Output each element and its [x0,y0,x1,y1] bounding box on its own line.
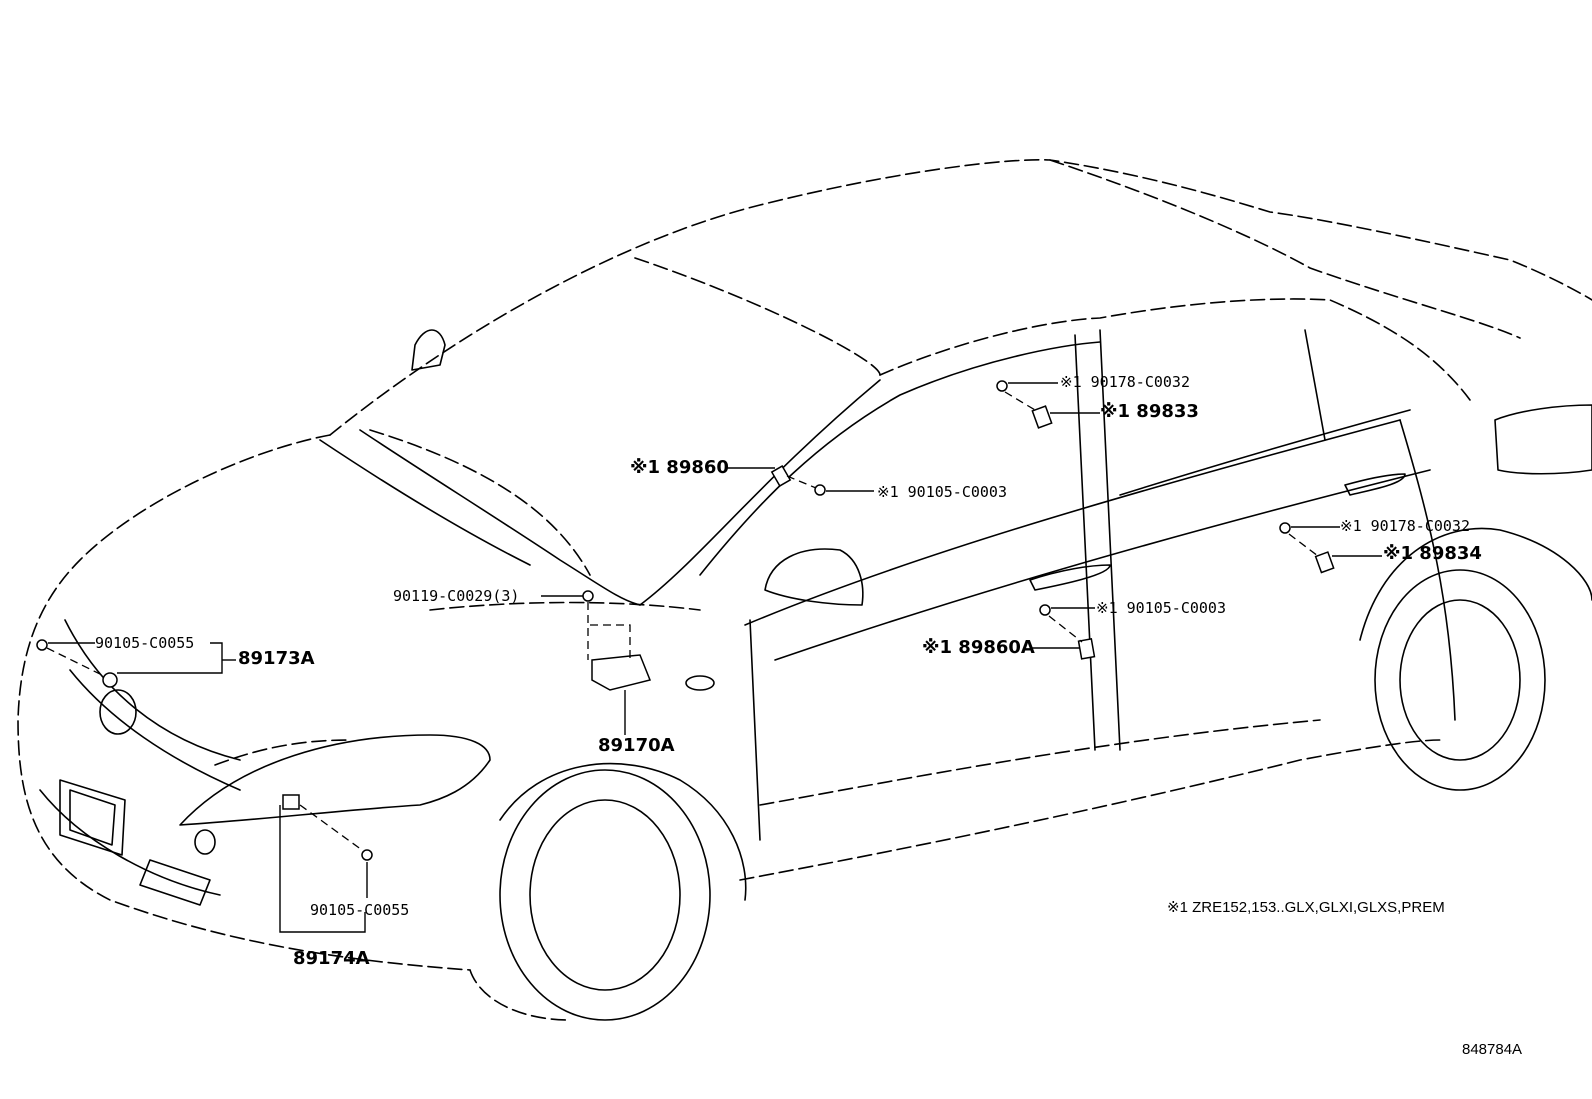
label-90119-c0029: 90119-C0029(3) [393,587,520,605]
label-90105-c0055-left: 90105-C0055 [95,634,195,652]
label-89170a: 89170A [598,735,675,756]
label-89834: ※1 89834 [1383,543,1482,564]
label-89833: ※1 89833 [1100,401,1199,422]
label-90105-c0003-upper: ※1 90105-C0003 [877,483,1007,501]
label-89174a: 89174A [293,948,370,969]
label-90105-c0055-bottom: 90105-C0055 [310,901,410,919]
label-90178-c0032-upper: ※1 90178-C0032 [1060,373,1190,391]
label-89860: ※1 89860 [630,457,729,478]
figure-code: 848784A [1462,1041,1523,1058]
label-90105-c0003-middle: ※1 90105-C0003 [1096,599,1226,617]
label-89860a: ※1 89860A [922,637,1035,658]
label-89173a: 89173A [238,648,315,669]
label-90178-c0032-right: ※1 90178-C0032 [1340,517,1470,535]
legend-note: ※1 ZRE152,153..GLX,GLXI,GLXS,PREM [1167,899,1445,916]
